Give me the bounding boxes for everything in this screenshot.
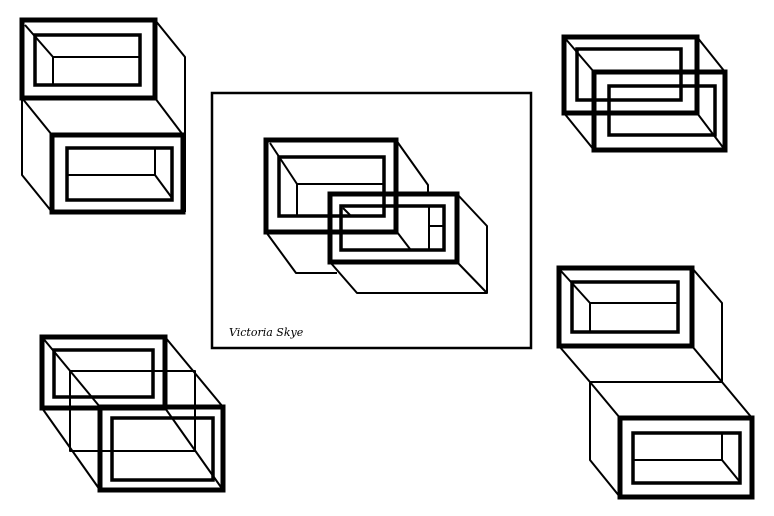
framed-artwork: Victoria Skye <box>210 91 533 350</box>
impossible-box-bottom-right <box>556 265 755 500</box>
artist-signature: Victoria Skye <box>229 326 304 339</box>
impossible-box-top-left <box>19 17 186 215</box>
impossible-box-bottom-left <box>39 334 226 493</box>
impossible-box-top-right <box>561 34 728 153</box>
interlocked-boxes <box>263 137 488 294</box>
